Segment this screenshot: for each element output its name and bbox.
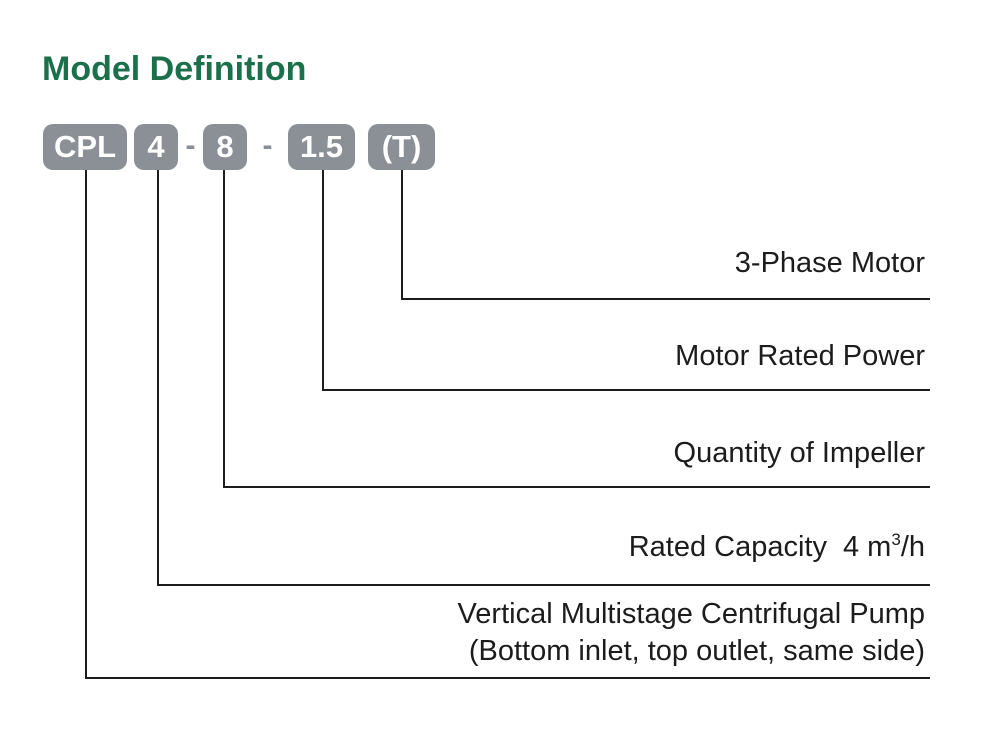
callout-phase: 3-Phase Motor	[734, 247, 925, 279]
model-separator: -	[185, 129, 196, 162]
callout-power: Motor Rated Power	[675, 340, 925, 372]
model-segment-capacity: 4	[134, 124, 178, 170]
callout-capacity: Rated Capacity 4 m3/h	[628, 530, 925, 564]
callout-capacity-text: Rated Capacity	[628, 531, 827, 563]
callout-series-line1: Vertical Multistage Centrifugal Pump	[457, 598, 925, 630]
callout-series: Vertical Multistage Centrifugal Pump (Bo…	[458, 596, 925, 670]
callout-capacity-unit: /h	[900, 531, 925, 563]
model-segment-impellers: 8	[203, 124, 247, 170]
model-segment-phase: (T)	[368, 124, 435, 170]
connector-line-phase	[401, 170, 930, 300]
model-segment-power: 1.5	[288, 124, 355, 170]
model-segment-series: CPL	[43, 124, 127, 170]
connector-line-capacity	[157, 170, 930, 586]
callout-capacity-superscript: 3	[891, 530, 901, 549]
callout-impellers: Quantity of Impeller	[673, 437, 925, 469]
connector-line-power	[322, 170, 930, 391]
model-separator: -	[262, 129, 273, 162]
callout-capacity-value: 4 m	[843, 531, 892, 563]
callout-series-line2: (Bottom inlet, top outlet, same side)	[468, 635, 925, 667]
connector-line-impellers	[223, 170, 930, 488]
page-title: Model Definition	[42, 50, 307, 88]
connector-line-series	[85, 170, 930, 679]
